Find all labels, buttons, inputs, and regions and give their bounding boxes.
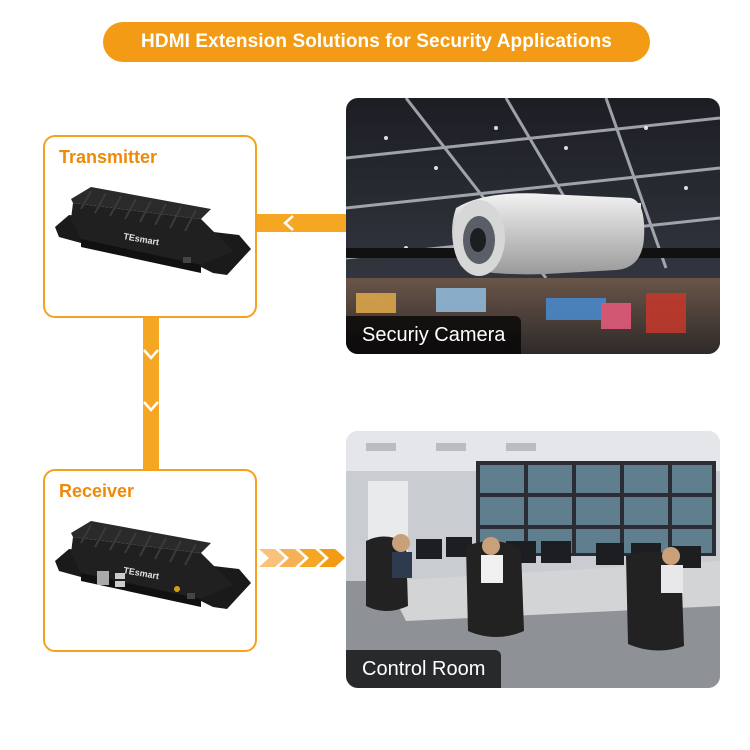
transmitter-box: Transmitter TEsmart — [43, 135, 257, 318]
extender-device-icon: TEsmart — [55, 187, 251, 275]
control-room-caption: Control Room — [346, 650, 502, 688]
receiver-label: Receiver — [59, 481, 135, 501]
receiver-box: Receiver TEsmart — [43, 469, 257, 652]
extender-device-icon: TEsmart — [55, 521, 251, 609]
camera-caption: Securiy Camera — [346, 316, 522, 354]
camera-photo: Securiy Camera — [346, 98, 720, 354]
vertical-connector — [143, 318, 159, 471]
chevron-arrow-icon — [283, 215, 294, 231]
camera-connector — [255, 214, 348, 232]
control-room-photo: Control Room — [346, 431, 720, 688]
chevron-arrow-icon — [143, 349, 159, 412]
page-title: HDMI Extension Solutions for Security Ap… — [103, 22, 650, 62]
monitor-wall-illustration — [346, 431, 720, 688]
camera-illustration — [346, 98, 720, 354]
receiver-connector — [259, 549, 345, 567]
transmitter-label: Transmitter — [59, 147, 158, 167]
